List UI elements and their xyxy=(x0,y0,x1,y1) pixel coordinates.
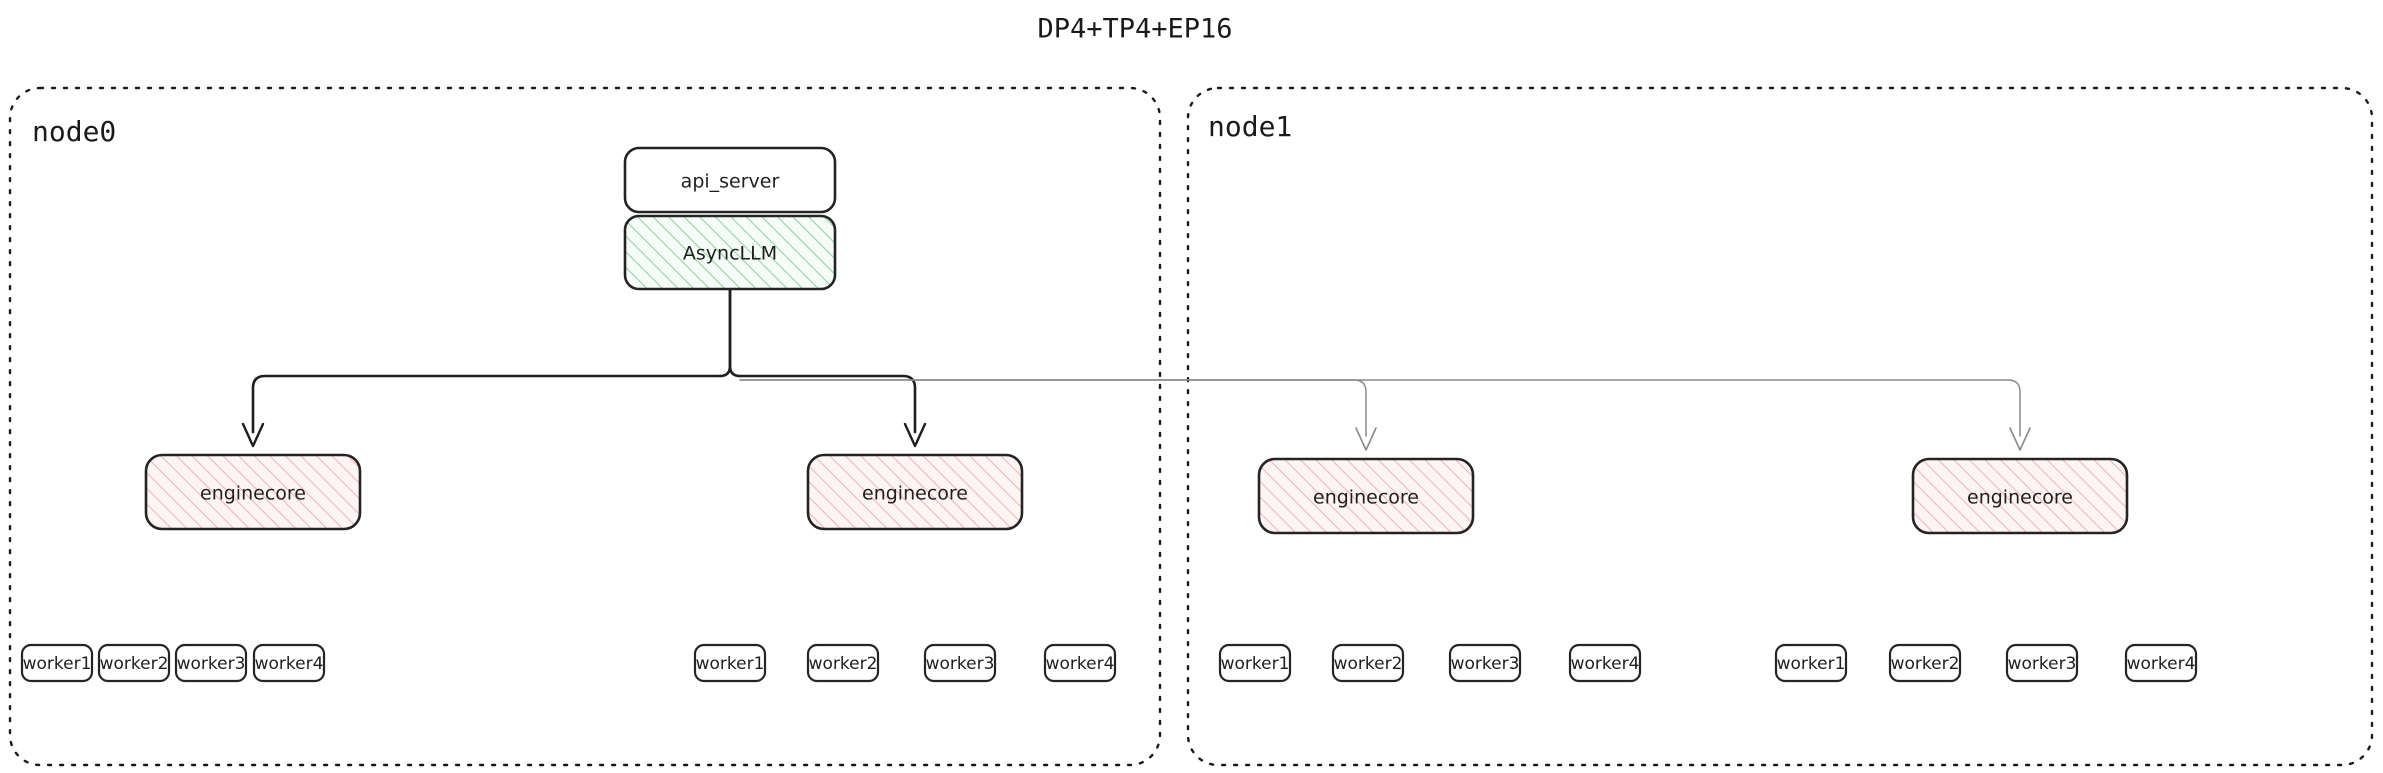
worker-rect[interactable] xyxy=(1568,643,1642,683)
edge-to-node1-enginecore-1 xyxy=(739,379,2021,437)
worker-label: worker3 xyxy=(926,654,995,674)
worker-label: worker4 xyxy=(1046,654,1115,674)
worker-box[interactable]: worker3 xyxy=(923,643,997,683)
worker-box[interactable]: worker1 xyxy=(693,643,767,683)
worker-label: worker3 xyxy=(177,654,246,674)
worker-rect[interactable] xyxy=(97,643,171,683)
arrowhead-node0-enginecore-1 xyxy=(903,422,927,448)
node0-enginecore-1-rect[interactable] xyxy=(806,453,1024,531)
worker-box[interactable]: worker4 xyxy=(252,643,326,683)
worker-group-node0-1: worker1 worker2 worker3 worker4 xyxy=(693,643,1117,683)
worker-label: worker1 xyxy=(1777,654,1846,674)
edge-to-node0-enginecore-1 xyxy=(738,374,917,434)
worker-rect[interactable] xyxy=(174,643,248,683)
node0-label: node0 xyxy=(32,115,116,148)
worker-label: worker2 xyxy=(1891,654,1960,674)
worker-label: worker2 xyxy=(809,654,878,674)
edge-asyncllm-stem-left xyxy=(718,287,732,378)
worker-rect[interactable] xyxy=(806,643,880,683)
worker-rect[interactable] xyxy=(20,643,94,683)
worker-rect[interactable] xyxy=(923,643,997,683)
node0-enginecore-1-label: enginecore xyxy=(862,483,968,505)
node1-border xyxy=(1186,86,2374,767)
box-api-server[interactable]: api_server xyxy=(623,146,837,214)
node-container-node1: node1 xyxy=(1186,86,2374,767)
worker-rect[interactable] xyxy=(2124,643,2198,683)
worker-box[interactable]: worker3 xyxy=(174,643,248,683)
worker-label: worker3 xyxy=(2008,654,2077,674)
worker-rect[interactable] xyxy=(1888,643,1962,683)
edge-asyncllm-stem xyxy=(728,287,742,378)
edge-to-node1-enginecore-0 xyxy=(739,379,1367,437)
worker-box[interactable]: worker3 xyxy=(1448,643,1522,683)
worker-rect[interactable] xyxy=(1218,643,1292,683)
box-node1-enginecore-1[interactable]: enginecore xyxy=(1911,457,2129,535)
worker-box[interactable]: worker2 xyxy=(97,643,171,683)
worker-rect[interactable] xyxy=(252,643,326,683)
worker-rect[interactable] xyxy=(1448,643,1522,683)
node1-enginecore-0-label: enginecore xyxy=(1313,487,1419,509)
worker-box[interactable]: worker1 xyxy=(1218,643,1292,683)
worker-box[interactable]: worker2 xyxy=(1888,643,1962,683)
node1-enginecore-1-rect[interactable] xyxy=(1911,457,2129,535)
async-llm-rect[interactable] xyxy=(623,214,837,291)
async-llm-label: AsyncLLM xyxy=(683,243,777,265)
worker-group-node1-1: worker1 worker2 worker3 worker4 xyxy=(1774,643,2198,683)
edge-to-node0-enginecore-0 xyxy=(251,374,722,434)
worker-label: worker4 xyxy=(1571,654,1640,674)
arrowhead-node0-enginecore-0 xyxy=(241,422,265,448)
worker-label: worker2 xyxy=(100,654,169,674)
node1-label: node1 xyxy=(1208,110,1292,143)
node1-enginecore-1-label: enginecore xyxy=(1967,487,2073,509)
worker-box[interactable]: worker1 xyxy=(20,643,94,683)
arrowhead-node1-enginecore-1 xyxy=(2009,427,2031,451)
node1-enginecore-0-rect[interactable] xyxy=(1257,457,1475,535)
box-node0-enginecore-0[interactable]: enginecore xyxy=(144,453,362,531)
worker-label: worker1 xyxy=(696,654,765,674)
worker-label: worker1 xyxy=(23,654,92,674)
worker-group-node0-0: worker1 worker2 worker3 worker4 xyxy=(20,643,326,683)
worker-box[interactable]: worker3 xyxy=(2005,643,2079,683)
api-server-label: api_server xyxy=(681,171,780,193)
worker-box[interactable]: worker1 xyxy=(1774,643,1848,683)
worker-label: worker2 xyxy=(1334,654,1403,674)
worker-box[interactable]: worker4 xyxy=(1043,643,1117,683)
worker-rect[interactable] xyxy=(1331,643,1405,683)
node0-enginecore-0-label: enginecore xyxy=(200,483,306,505)
worker-label: worker3 xyxy=(1451,654,1520,674)
worker-label: worker4 xyxy=(255,654,324,674)
node-container-node0: node0 xyxy=(8,86,1162,767)
box-async-llm[interactable]: AsyncLLM xyxy=(623,214,837,291)
worker-rect[interactable] xyxy=(693,643,767,683)
worker-label: worker4 xyxy=(2127,654,2196,674)
arrowhead-node1-enginecore-0 xyxy=(1355,427,1377,451)
worker-box[interactable]: worker2 xyxy=(1331,643,1405,683)
worker-label: worker1 xyxy=(1221,654,1290,674)
worker-box[interactable]: worker2 xyxy=(806,643,880,683)
node0-enginecore-0-rect[interactable] xyxy=(144,453,362,531)
box-node0-enginecore-1[interactable]: enginecore xyxy=(806,453,1024,531)
worker-rect[interactable] xyxy=(1043,643,1117,683)
worker-group-node1-0: worker1 worker2 worker3 worker4 xyxy=(1218,643,1642,683)
page-title: DP4+TP4+EP16 xyxy=(1037,14,1232,45)
api-server-rect[interactable] xyxy=(623,146,837,214)
box-node1-enginecore-0[interactable]: enginecore xyxy=(1257,457,1475,535)
worker-box[interactable]: worker4 xyxy=(2124,643,2198,683)
worker-rect[interactable] xyxy=(1774,643,1848,683)
worker-rect[interactable] xyxy=(2005,643,2079,683)
worker-box[interactable]: worker4 xyxy=(1568,643,1642,683)
